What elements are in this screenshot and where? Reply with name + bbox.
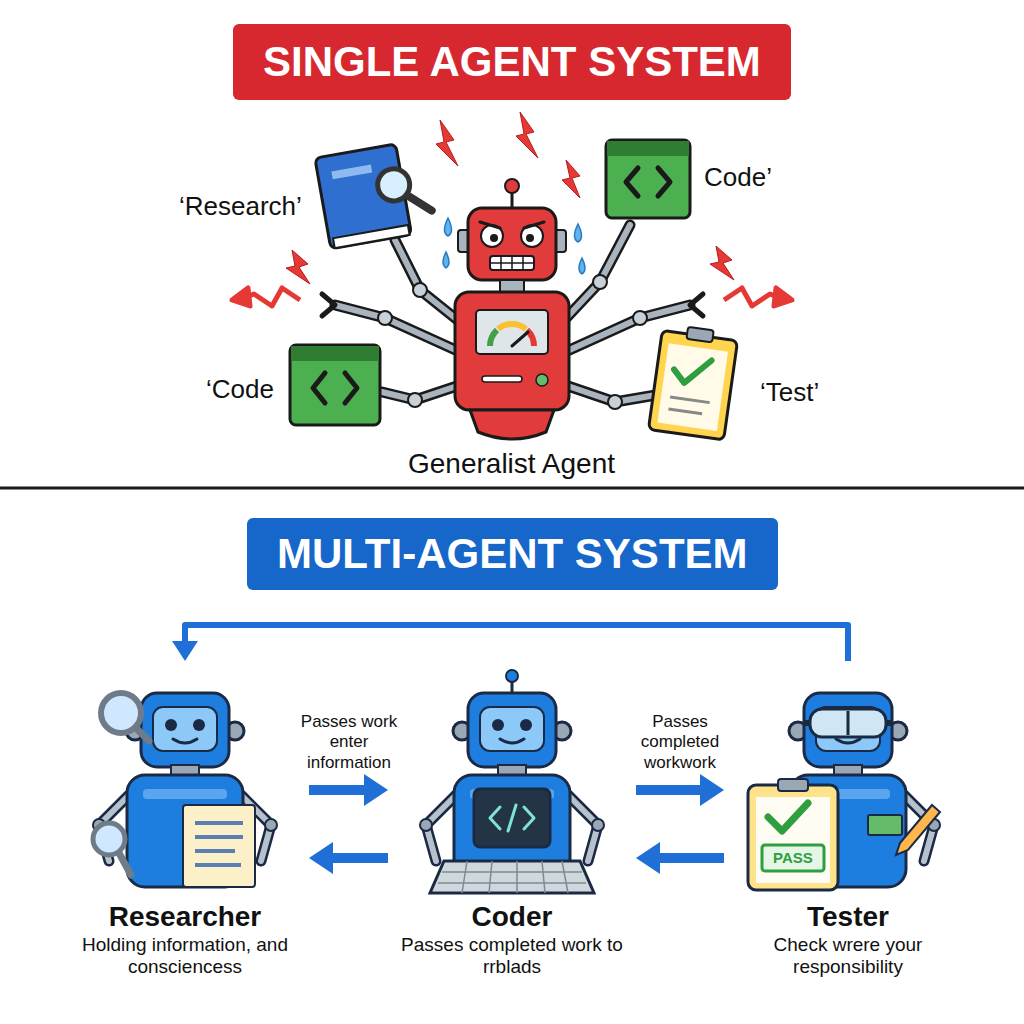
coder-robot [420, 670, 604, 893]
banner-heading: MULTI-AGENT SYSTEM [277, 531, 748, 577]
agent-description: Holding information, and consciencess [65, 934, 305, 980]
arrow-head [636, 842, 660, 874]
connector-line [185, 625, 848, 661]
stamp-text: PASS [773, 849, 813, 866]
tester-robot [748, 693, 940, 890]
agent-description: Check wrere your responsibility [728, 934, 968, 980]
agent-description: Passes completed work to rrblads [392, 934, 632, 980]
task-label: ‘Code [206, 375, 274, 405]
handoff-arrow [309, 842, 388, 874]
edge-label: Passes completed workwork [618, 711, 742, 774]
handoff-arrow [636, 842, 724, 874]
arrow-head [700, 774, 724, 806]
edge-label: Passes work enter information [287, 711, 411, 774]
section-divider [0, 487, 1024, 490]
arrow-head [309, 842, 333, 874]
section-banner: MULTI-AGENT SYSTEM [247, 518, 778, 590]
handoff-arrow [172, 625, 848, 661]
test-clipboard-icon [648, 323, 738, 440]
agent-name: Coder [392, 900, 632, 934]
handoff-arrow [636, 774, 724, 806]
section-banner: SINGLE AGENT SYSTEM [233, 24, 791, 100]
task-label: Generalist Agent [408, 448, 615, 480]
task-label: ‘Test’ [760, 378, 819, 408]
agent-name: Researcher [65, 900, 305, 934]
agent-name: Tester [728, 900, 968, 934]
task-label: Code’ [704, 163, 772, 193]
stress-bolts [286, 112, 734, 284]
researcher-robot [93, 693, 277, 887]
arrow-head [364, 774, 388, 806]
agent-card: TesterCheck wrere your responsibility [728, 665, 968, 979]
connector-line [656, 853, 724, 863]
banner-heading: SINGLE AGENT SYSTEM [263, 39, 761, 85]
arrow-head [172, 641, 198, 661]
research-book-icon [315, 140, 435, 249]
stress-arrows [232, 288, 792, 306]
code-window-icon [290, 345, 380, 425]
code-window-icon [606, 140, 690, 218]
connector-line [309, 785, 368, 795]
connector-line [636, 785, 704, 795]
connector-line [329, 853, 388, 863]
agent-card: CoderPasses completed work to rrblads [392, 665, 632, 979]
handoff-arrow [309, 774, 388, 806]
task-label: ‘Research’ [179, 192, 302, 222]
agent-card: ResearcherHolding information, and consc… [65, 665, 305, 979]
